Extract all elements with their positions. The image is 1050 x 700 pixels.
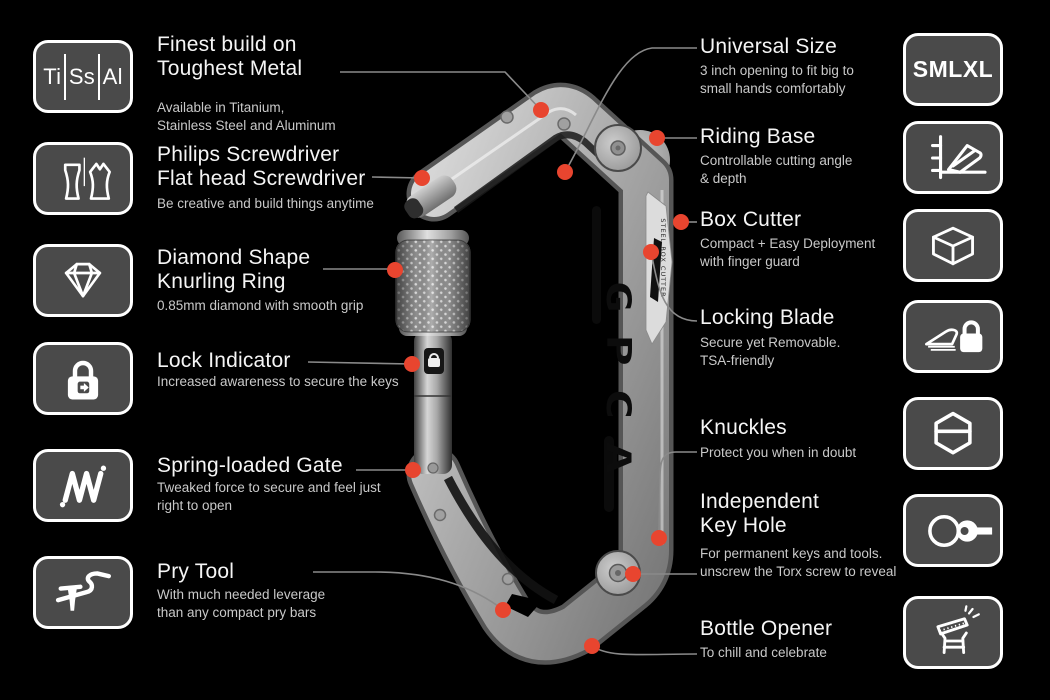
bottle-cap-icon: [903, 596, 1003, 669]
feature-bottle-opener: Bottle Opener: [700, 617, 832, 641]
metal-ss: Ss: [68, 63, 96, 89]
cutting-angle-icon: [903, 121, 1003, 194]
feature-screwdrivers: Philips Screwdriver Flat head Screwdrive…: [157, 143, 365, 192]
feature-key-hole-desc: For permanent keys and tools. unscrew th…: [700, 545, 896, 581]
bottle-opener-notch: [505, 594, 542, 617]
dot-locking-blade: [643, 244, 659, 260]
feature-description: With much needed leverage than any compa…: [157, 587, 326, 620]
feature-title: Box Cutter: [700, 208, 802, 231]
dot-finest-build: [533, 102, 549, 118]
dot-spring-gate: [405, 462, 421, 478]
feature-knurling-ring: Diamond Shape Knurling Ring: [157, 246, 310, 295]
feature-spring-gate: Spring-loaded Gate: [157, 454, 343, 478]
carabiner-spine-details: GPCA: [592, 206, 638, 512]
dot-bottle-opener: [584, 638, 600, 654]
screwdrivers-icon: [33, 142, 133, 215]
feature-pry-tool-desc: With much needed leverage than any compa…: [157, 586, 325, 622]
dot-key-hole: [625, 566, 641, 582]
feature-title: Pry Tool: [157, 560, 235, 583]
feature-title: Knuckles: [700, 416, 787, 439]
feature-title: Riding Base: [700, 125, 816, 148]
feature-box-cutter: Box Cutter: [700, 208, 801, 232]
feature-riding-base: Riding Base: [700, 125, 815, 149]
feature-title: Independent Key Hole: [700, 490, 819, 538]
feature-pry-tool: Pry Tool: [157, 560, 234, 584]
carabiner-knurled-sleeve: [395, 230, 471, 336]
feature-description: Secure yet Removable. TSA-friendly: [700, 335, 841, 368]
feature-locking-blade: Locking Blade: [700, 306, 835, 330]
dot-pry-tool: [495, 602, 511, 618]
feature-box-cutter-desc: Compact + Easy Deployment with finger gu…: [700, 235, 875, 271]
feature-lock-indicator: Lock Indicator: [157, 349, 291, 373]
feature-title: Spring-loaded Gate: [157, 454, 343, 477]
feature-knuckles: Knuckles: [700, 416, 787, 440]
feature-description: Available in Titanium, Stainless Steel a…: [157, 100, 336, 133]
hex-shield-icon: [903, 397, 1003, 470]
dot-screwdriver: [414, 170, 430, 186]
carabiner-frame: [406, 82, 674, 665]
feature-key-hole: Independent Key Hole: [700, 490, 819, 539]
brand-spine-text: GPCA: [598, 281, 638, 496]
dot-knurling-ring: [387, 262, 403, 278]
dot-universal-size: [557, 164, 573, 180]
dot-box-cutter: [673, 214, 689, 230]
feature-locking-blade-desc: Secure yet Removable. TSA-friendly: [700, 334, 840, 370]
feature-finest-build-desc: Available in Titanium, Stainless Steel a…: [157, 99, 336, 135]
sizes-badge-icon: SMLXL: [903, 33, 1003, 106]
feature-title: Philips Screwdriver Flat head Screwdrive…: [157, 143, 366, 191]
metal-ti: Ti: [43, 63, 62, 89]
feature-description: Protect you when in doubt: [700, 445, 857, 460]
dot-knuckles: [651, 530, 667, 546]
carabiner-gate-nose: [404, 175, 457, 219]
dot-riding-base: [649, 130, 665, 146]
feature-knuckles-desc: Protect you when in doubt: [700, 444, 856, 462]
diamond-icon: [33, 244, 133, 317]
feature-title: Diamond Shape Knurling Ring: [157, 246, 311, 294]
sizes-badge-text: SMLXL: [912, 56, 994, 82]
feature-title: Locking Blade: [700, 306, 835, 329]
box-icon: [903, 209, 1003, 282]
separator: [98, 53, 100, 100]
feature-description: For permanent keys and tools. unscrew th…: [700, 546, 897, 579]
lock-icon: [33, 342, 133, 415]
feature-description: Be creative and build things anytime: [157, 196, 374, 211]
callout-lines: [307, 47, 698, 656]
metal-al: Al: [102, 63, 123, 89]
separator: [64, 53, 66, 100]
feature-description: Increased awareness to secure the keys: [157, 374, 399, 389]
blade-text: STEEL BOX CUTTER: [659, 218, 667, 297]
feature-riding-base-desc: Controllable cutting angle & depth: [700, 152, 852, 188]
blade-lock-icon: [903, 300, 1003, 373]
feature-finest-build: Finest build on Toughest Metal: [157, 33, 302, 82]
feature-title: Lock Indicator: [157, 349, 291, 372]
feature-title: Bottle Opener: [700, 617, 833, 640]
carabiner-gate-lower: [414, 332, 452, 474]
feature-title: Finest build on Toughest Metal: [157, 33, 303, 81]
callout-dots: [387, 102, 689, 654]
carabiner-hardware: [433, 110, 642, 617]
feature-description: Tweaked force to secure and feel just ri…: [157, 480, 381, 513]
feature-lock-indicator-desc: Increased awareness to secure the keys: [157, 373, 399, 391]
feature-title: Universal Size: [700, 35, 838, 58]
pry-bar-icon: [33, 556, 133, 629]
spring-icon: [33, 449, 133, 522]
feature-universal-size-desc: 3 inch opening to fit big to small hands…: [700, 62, 854, 98]
key-ring-icon: [903, 494, 1003, 567]
feature-description: 0.85mm diamond with smooth grip: [157, 298, 364, 313]
dot-lock-indicator: [404, 356, 420, 372]
feature-description: To chill and celebrate: [700, 645, 827, 660]
feature-knurling-ring-desc: 0.85mm diamond with smooth grip: [157, 297, 363, 315]
feature-universal-size: Universal Size: [700, 35, 837, 59]
feature-bottle-opener-desc: To chill and celebrate: [700, 644, 827, 662]
feature-description: 3 inch opening to fit big to small hands…: [700, 63, 854, 96]
feature-description: Compact + Easy Deployment with finger gu…: [700, 236, 876, 269]
feature-spring-gate-desc: Tweaked force to secure and feel just ri…: [157, 479, 381, 515]
feature-description: Controllable cutting angle & depth: [700, 153, 853, 186]
feature-screwdrivers-desc: Be creative and build things anytime: [157, 195, 374, 213]
